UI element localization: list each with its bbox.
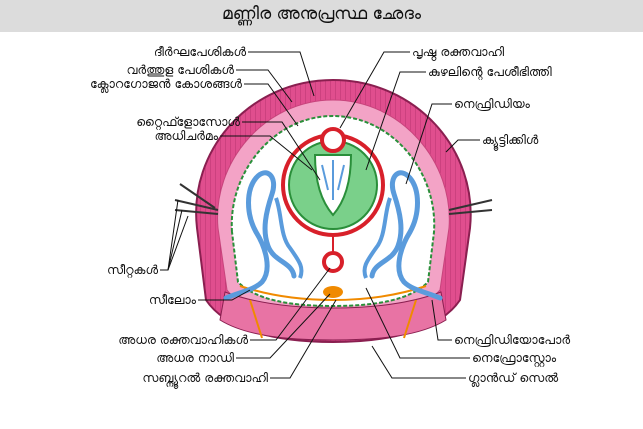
- label-subneural-vessel: സബ്ന്യൂറൽ രക്തവാഹി: [142, 370, 268, 389]
- label-chloragogen-cells: ക്ലോറഗോജൻ കോശങ്ങൾ: [90, 76, 243, 93]
- label-setae: സീറ്റകൾ: [107, 262, 159, 278]
- ventral-vessel: [322, 251, 344, 273]
- label-typhlosole: റ്റൈഫ്ളോസോൾ: [136, 114, 241, 130]
- ventral-nerve: [323, 286, 343, 298]
- label-nephridium: നെഫ്രിഡിയം: [454, 96, 531, 111]
- label-longitudinal-muscles: ദീർഘപേശികൾ: [154, 44, 248, 59]
- label-nephrostome: നെഫ്രോസ്റ്റോം: [472, 350, 557, 367]
- label-ventral-nerve: അധര നാഡി: [156, 350, 234, 365]
- dorsal-vessel: [320, 127, 346, 153]
- label-coelom: സീലോം: [149, 292, 197, 307]
- label-dorsal-vessel: പൃഷ്ഠ രക്തവാഹി: [412, 44, 504, 61]
- label-gland-cell: ഗ്ലാൻഡ് സെൽ: [468, 370, 559, 387]
- ventral-floor: [219, 291, 447, 341]
- leader-lines: [160, 51, 480, 379]
- label-cuticle: ക്യൂട്ടിക്കിൾ: [482, 132, 540, 151]
- setae-right: [448, 199, 493, 215]
- label-nephridiopore: നെഫ്രിഡിയോപോർ: [454, 332, 571, 347]
- gland-cell-lines: [239, 285, 427, 302]
- nephridium-left: [223, 170, 297, 301]
- nephridium-right: [369, 170, 443, 301]
- title-bar: [0, 0, 643, 32]
- label-intestine-muscle-wall: കുഴലിന്റെ പേശീഭിത്തി: [428, 64, 552, 80]
- label-circular-muscles: വർത്തുള പേശികൾ: [126, 62, 235, 77]
- label-ventral-vessels: അധര രക്തവാഹികൾ: [118, 332, 249, 347]
- label-epidermis: അധിചർമം: [155, 128, 219, 143]
- diagram-title: മണ്ണിര അനുപ്രസ്ഥ ഛേദം: [222, 4, 421, 24]
